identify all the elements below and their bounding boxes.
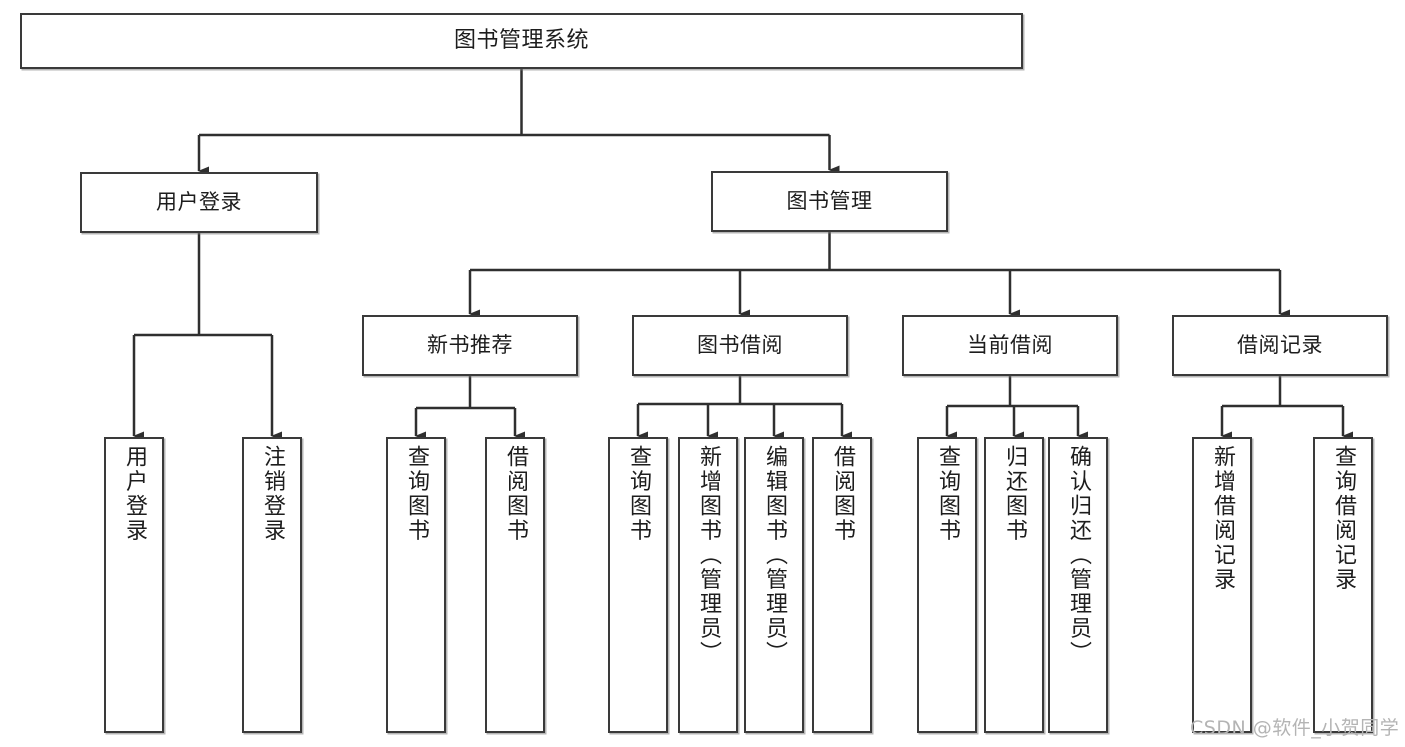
node-leaf3[interactable]: 查询图书 [386,437,446,733]
node-records[interactable]: 借阅记录 [1172,315,1388,376]
node-leaf2[interactable]: 注销登录 [242,437,302,733]
node-leaf9[interactable]: 查询图书 [917,437,977,733]
edge-group [132,69,1353,441]
node-label: 新增借阅记录 [1210,445,1235,592]
node-leaf11[interactable]: 确认归还（管理员） [1048,437,1108,733]
node-label: 借阅记录 [1237,333,1323,358]
node-label: 查询图书 [935,445,960,543]
node-leaf13[interactable]: 查询借阅记录 [1313,437,1373,733]
node-label: 查询图书 [404,445,429,543]
node-leaf1[interactable]: 用户登录 [104,437,164,733]
node-leaf6[interactable]: 新增图书（管理员） [678,437,738,733]
node-leaf7[interactable]: 编辑图书（管理员） [744,437,804,733]
node-label: 注销登录 [260,445,285,543]
csdn-watermark: CSDN @软件_小贺同学 [1190,717,1400,739]
node-login[interactable]: 用户登录 [80,172,318,233]
node-leaf4[interactable]: 借阅图书 [485,437,545,733]
node-label: 新书推荐 [427,333,513,358]
node-leaf10[interactable]: 归还图书 [984,437,1044,733]
node-label: 借阅图书 [503,445,528,543]
node-label: 当前借阅 [967,333,1053,358]
node-label: 借阅图书 [830,445,855,543]
node-label: 查询借阅记录 [1331,445,1356,592]
node-label: 图书管理 [786,189,873,214]
node-label: 用户登录 [122,445,147,543]
node-label: 图书管理系统 [453,28,589,54]
node-borrow[interactable]: 图书借阅 [632,315,848,376]
node-label: 确认归还（管理员） [1066,445,1091,666]
node-leaf12[interactable]: 新增借阅记录 [1192,437,1252,733]
node-current[interactable]: 当前借阅 [902,315,1118,376]
node-root[interactable]: 图书管理系统 [20,13,1023,69]
node-label: 编辑图书（管理员） [762,445,787,666]
node-bookmgmt[interactable]: 图书管理 [711,171,948,232]
node-label: 查询图书 [626,445,651,543]
node-newbook[interactable]: 新书推荐 [362,315,578,376]
node-label: 归还图书 [1002,445,1027,543]
node-label: 新增图书（管理员） [696,445,721,666]
node-leaf8[interactable]: 借阅图书 [812,437,872,733]
node-label: 用户登录 [156,190,242,215]
node-label: 图书借阅 [697,333,783,358]
node-leaf5[interactable]: 查询图书 [608,437,668,733]
